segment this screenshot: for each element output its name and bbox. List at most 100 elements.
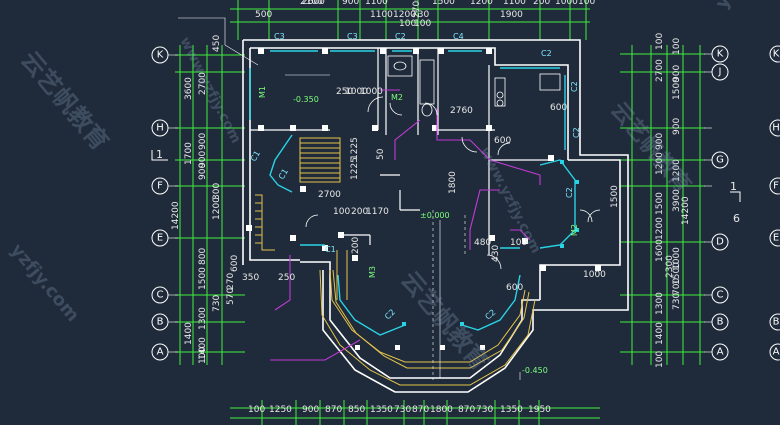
section-mark-right-six: 6 — [733, 212, 740, 225]
window-label: C4 — [453, 32, 464, 41]
dim-bottom: 1950 — [528, 405, 551, 415]
dim-right-inner: 1200 — [672, 159, 682, 182]
dim-bottom: 1350 — [370, 405, 393, 415]
dim-bottom: 870 — [412, 405, 429, 415]
dimension-lines — [175, 0, 705, 425]
dim-right-inner: 1000 — [672, 247, 682, 270]
dim-room: 600 — [494, 136, 511, 146]
section-marks — [151, 150, 741, 202]
dim-bottom: 730 — [394, 405, 411, 415]
dim-room: 100 — [510, 238, 527, 248]
windows — [249, 50, 576, 336]
dim-left-inner: 800 — [198, 248, 208, 265]
dim-left-outer: 3600 — [184, 77, 194, 100]
section-mark-right: 1 — [730, 180, 737, 193]
dim-bottom: 870 — [458, 405, 475, 415]
fixtures — [387, 55, 561, 117]
dim-room: 100 — [333, 207, 350, 217]
level-mark: -0.450 — [522, 366, 548, 375]
dim-room: 1000 — [360, 87, 383, 97]
door-label-m2-right: M2 — [570, 224, 579, 236]
door-label-m2: M2 — [391, 93, 403, 102]
dim-room: 430 — [491, 245, 501, 262]
window-label: C2 — [565, 187, 574, 198]
dim-left-inner: 1400 — [198, 337, 208, 360]
door-swings — [305, 96, 601, 270]
dim-room: 350 — [242, 273, 259, 283]
axis-label-edge-h: H — [772, 123, 780, 134]
dim-top-row1: 1200 — [470, 0, 493, 7]
level-mark: ±0.000 — [420, 211, 450, 220]
dim-left-inner: 1300 — [198, 307, 208, 330]
dim-room: 50 — [376, 148, 386, 160]
dim-room: 200 — [351, 237, 361, 254]
dim-room: 250 — [278, 273, 295, 283]
dim-room: 1000 — [583, 270, 606, 280]
door-label-m1: M1 — [258, 86, 267, 98]
window-label: C3 — [347, 32, 358, 41]
dim-room: 1500 — [610, 185, 620, 208]
section-mark-left: 1 — [156, 148, 163, 161]
axis-label-edge-e: E — [773, 233, 779, 244]
leader-lines — [178, 17, 521, 380]
dim-right-inner: 1200 — [655, 152, 665, 175]
dim-right-inner: 1500 — [672, 77, 682, 100]
dim-top-row2: 1200 — [393, 10, 416, 20]
door-label-m3: M3 — [368, 266, 377, 278]
axis-label-right-a: A — [717, 347, 724, 358]
dim-bottom: 870 — [325, 405, 342, 415]
dim-room: 1800 — [448, 171, 458, 194]
axis-leaders — [168, 53, 712, 353]
dim-top-row2: 730 — [412, 10, 429, 20]
axis-label-left-a: A — [157, 347, 164, 358]
dim-top-row3: 2700 — [412, 0, 422, 18]
dim-left-inner: 900 — [198, 163, 208, 180]
axis-label-left-k: K — [157, 50, 164, 61]
dim-bottom: 1800 — [430, 405, 453, 415]
dashed-lines — [432, 210, 466, 380]
axis-label-right-b: B — [717, 317, 724, 328]
dim-room: 1170 — [366, 207, 389, 217]
dim-room: 480 — [474, 238, 491, 248]
axis-label-left-f: F — [157, 181, 163, 192]
drawing-labels: 3600170014200140045027009009009001200800… — [171, 0, 691, 415]
dim-right-inner: 1600 — [655, 239, 665, 262]
axis-label-edge-a: A — [773, 347, 780, 358]
dim-bottom: 900 — [302, 405, 319, 415]
axis-label-left-h: H — [156, 123, 164, 134]
dim-bottom: 850 — [348, 405, 365, 415]
dim-room: 2760 — [450, 106, 473, 116]
dim-bottom: 100 — [248, 405, 265, 415]
axis-bubbles-right: K J G D C B A K H F E B A — [711, 45, 780, 361]
dim-right-inner: 1500 — [672, 262, 682, 285]
dim-room: 600 — [506, 283, 523, 293]
axis-label-right-g: G — [716, 155, 724, 166]
dim-room: 1000 — [345, 87, 368, 97]
dim-bottom: 1350 — [500, 405, 523, 415]
dim-top-row2: 1900 — [500, 10, 523, 20]
dim-room: 2700 — [318, 190, 341, 200]
dim-right-inner: 3900 — [672, 189, 682, 212]
dim-top-row3: 100 — [414, 19, 431, 29]
dim-left-outer: 14200 — [171, 201, 181, 230]
window-label: C1 — [325, 245, 336, 254]
dim-bottom: 730 — [476, 405, 493, 415]
dim-right-inner: 1400 — [655, 322, 665, 345]
dim-room: 1225 — [350, 137, 360, 160]
axis-label-left-c: C — [157, 290, 164, 301]
dim-room: 250 — [336, 87, 353, 97]
columns — [246, 48, 601, 350]
dim-top-row2: 100 — [578, 0, 595, 7]
axis-bubbles-left: K H F E C B A — [151, 46, 169, 361]
axis-label-right-k: K — [717, 49, 724, 60]
axis-label-right-j: J — [718, 67, 722, 78]
dim-right-inner: 900 — [655, 133, 665, 150]
dim-right-inner: 2700 — [655, 59, 665, 82]
dim-right-inner: 1500 — [655, 192, 665, 215]
dim-right-inner: 100 — [672, 38, 682, 55]
axis-label-left-e: E — [157, 233, 163, 244]
dim-left-misc: 300 — [212, 183, 222, 200]
dim-top-row1: 1500 — [432, 0, 455, 7]
dim-top-row1: 2100 — [300, 0, 323, 7]
